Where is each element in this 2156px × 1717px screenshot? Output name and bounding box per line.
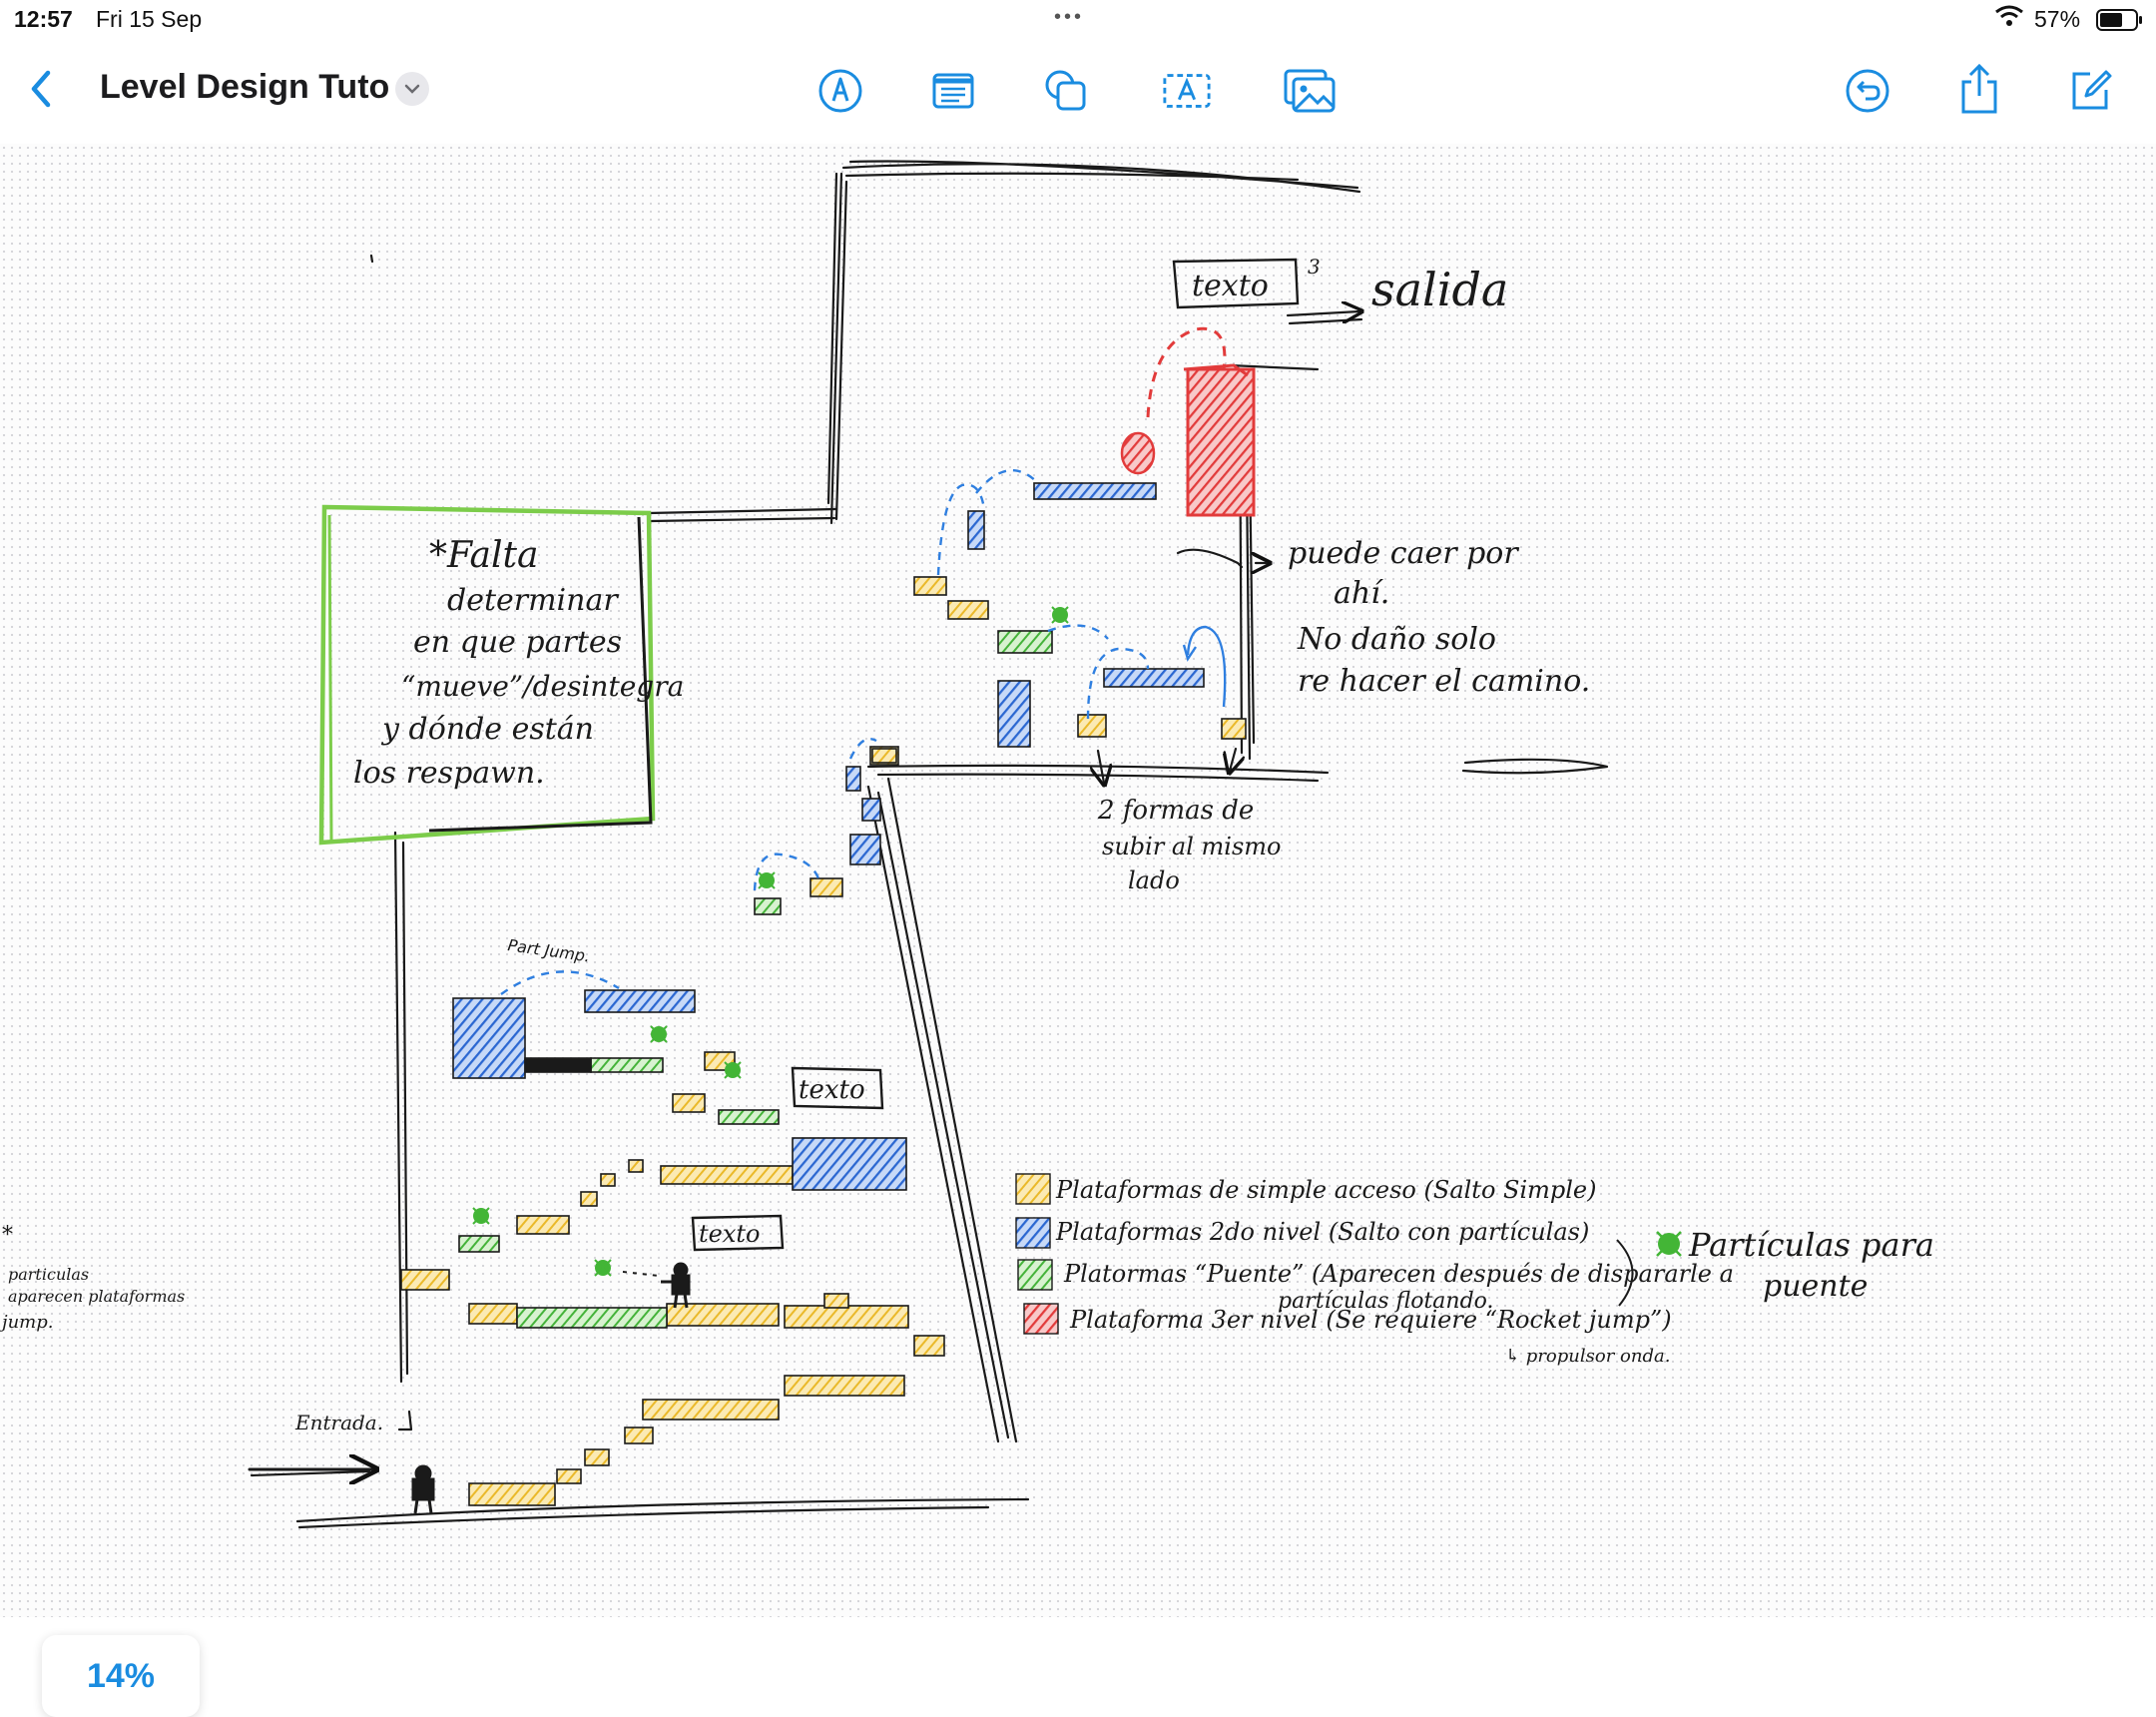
legend-green: Platormas “Puente” (Aparecen después de … bbox=[1063, 1260, 1734, 1288]
puede-caer-line-1: puede caer por bbox=[1288, 536, 1519, 571]
level-outline bbox=[248, 160, 1609, 1529]
texto-label-low: texto bbox=[691, 1214, 785, 1252]
back-icon[interactable] bbox=[18, 66, 64, 112]
entrada-label: Entrada. bbox=[294, 1411, 383, 1434]
texto-mid: texto bbox=[799, 1075, 865, 1105]
multitasking-dots-icon[interactable]: ••• bbox=[1054, 6, 1085, 28]
undo-icon[interactable] bbox=[1843, 66, 1892, 116]
dos-formas-line-1: 2 formas de bbox=[1097, 796, 1254, 826]
particle-spikes bbox=[472, 606, 1069, 1277]
left-cut-2: particulas bbox=[8, 1265, 89, 1284]
particle-note-1: Partículas para bbox=[1688, 1226, 1934, 1264]
texto-superscript: 3 bbox=[1308, 255, 1321, 279]
wifi-icon bbox=[1994, 4, 2024, 34]
falta-line-2: determinar bbox=[447, 583, 619, 618]
jump-arcs bbox=[500, 469, 1150, 995]
new-board-icon[interactable] bbox=[2064, 64, 2116, 116]
part-jump-label: Part Jump. bbox=[506, 935, 591, 965]
left-cut-1: * bbox=[2, 1223, 13, 1248]
legend-red: Plataforma 3er nivel (Se requiere “Rocke… bbox=[1069, 1306, 1672, 1334]
puede-caer-line-3: No daño solo bbox=[1297, 622, 1496, 657]
puede-caer-line-4: re hacer el camino. bbox=[1298, 664, 1590, 699]
texto-low: texto bbox=[699, 1220, 760, 1248]
status-bar: 12:57 Fri 15 Sep ••• 57% bbox=[0, 0, 2156, 40]
shape-icon[interactable] bbox=[1041, 66, 1091, 116]
status-date: Fri 15 Sep bbox=[96, 6, 203, 32]
status-time: 12:57 bbox=[14, 6, 73, 32]
falta-line-4: “mueve”/desintegra bbox=[401, 670, 684, 703]
black-platform bbox=[524, 1057, 592, 1073]
texto-top: texto bbox=[1192, 269, 1269, 303]
particle-legend: Partículas para puente bbox=[1656, 1226, 1934, 1304]
salida-label: salida bbox=[1371, 263, 1508, 316]
falta-note-box: *Falta determinar en que partes “mueve”/… bbox=[318, 504, 684, 846]
puede-caer-line-2: ahí. bbox=[1334, 576, 1389, 611]
green-platforms bbox=[458, 630, 1053, 1329]
battery-percentage: 57% bbox=[2034, 6, 2081, 32]
falta-line-3: en que partes bbox=[413, 625, 622, 660]
pen-tool-icon[interactable] bbox=[815, 66, 865, 116]
dos-formas-line-2: subir al mismo bbox=[1102, 833, 1281, 860]
texto-label-mid: texto bbox=[791, 1066, 884, 1110]
image-icon[interactable] bbox=[1284, 66, 1338, 116]
note-icon[interactable] bbox=[928, 66, 978, 116]
player-character bbox=[411, 1262, 691, 1514]
legend bbox=[1015, 1173, 1059, 1335]
left-cut-3: aparecen plataformas bbox=[8, 1287, 185, 1306]
falta-line-1: *Falta bbox=[429, 535, 538, 576]
title-menu-icon[interactable] bbox=[395, 72, 429, 106]
battery-icon bbox=[2096, 9, 2144, 37]
sketch-drawing: *Falta determinar en que partes “mueve”/… bbox=[0, 160, 1934, 1529]
left-cut-4: jump. bbox=[0, 1312, 54, 1333]
legend-yellow: Plataformas de simple acceso (Salto Simp… bbox=[1055, 1176, 1597, 1204]
jump-arc-solid bbox=[1182, 625, 1227, 708]
particle-note-2: puente bbox=[1763, 1269, 1868, 1304]
legend-bracket bbox=[1616, 1239, 1634, 1307]
zoom-level-badge[interactable]: 14% bbox=[42, 1635, 200, 1717]
share-icon[interactable] bbox=[1954, 62, 2004, 116]
red-platform bbox=[1120, 326, 1256, 517]
board-title[interactable]: Level Design Tuto bbox=[100, 68, 390, 106]
falta-line-6: los respawn. bbox=[353, 756, 545, 791]
legend-green-extra: partículas flotando. bbox=[1278, 1289, 1494, 1314]
falta-line-5: y dónde están bbox=[380, 712, 594, 747]
yellow-platforms bbox=[400, 576, 1247, 1506]
text-box-icon[interactable] bbox=[1162, 66, 1212, 116]
dos-formas-line-3: lado bbox=[1128, 866, 1180, 894]
legend-blue: Plataformas 2do nivel (Salto con partícu… bbox=[1055, 1218, 1589, 1246]
texto-label-top: texto 3 bbox=[1172, 255, 1321, 309]
legend-red-extra: ↳ propulsor onda. bbox=[1505, 1346, 1670, 1367]
whiteboard-canvas[interactable]: *Falta determinar en que partes “mueve”/… bbox=[0, 144, 2156, 1717]
blue-platforms bbox=[452, 482, 1205, 1191]
